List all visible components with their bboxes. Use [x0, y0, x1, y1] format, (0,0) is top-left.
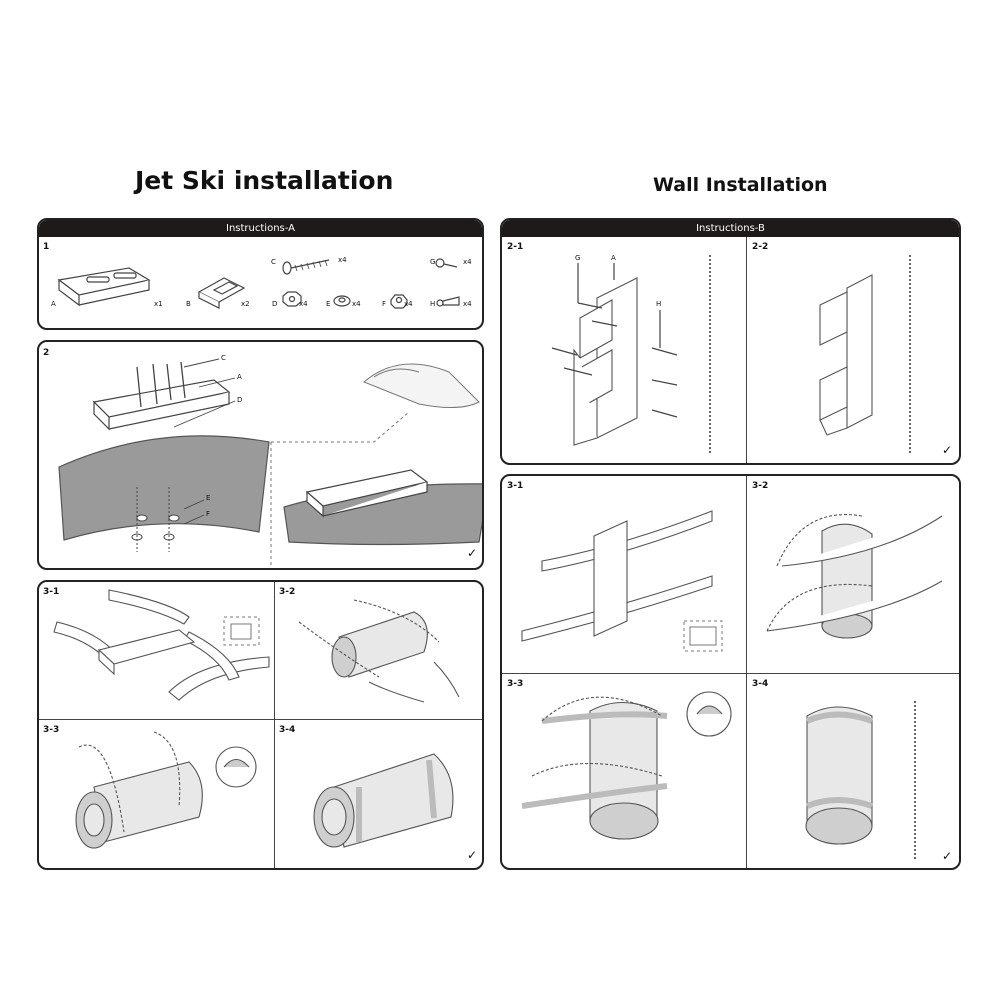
hardware-below-icon: [131, 487, 180, 552]
part-e-qty: x4: [352, 300, 361, 308]
wall-step-3-panel: 3-1 3-2 3-3 3-4: [500, 474, 961, 870]
speaker-tightening-icon: [75, 731, 257, 849]
step-2-illustration: [58, 358, 482, 567]
wall-step-3-2-number: 3-2: [752, 481, 769, 491]
wall-straps-threaded-icon: [521, 510, 713, 642]
wall-screws-icon: [551, 263, 678, 418]
strap-b-icon: [197, 277, 246, 309]
wall-callout-a: A: [611, 254, 616, 262]
zoom-dashed-frame: [270, 411, 410, 567]
strap-detail-inset: [223, 616, 260, 646]
part-c-qty: x4: [338, 256, 347, 264]
part-a-qty: x1: [154, 300, 163, 308]
step-3a-panel: 3-1 3-2 3-3 3-4: [37, 580, 484, 870]
instructions-a-header: Instructions-A: [39, 220, 482, 237]
callout-leaders: [173, 358, 236, 525]
step-3-3-number: 3-3: [43, 725, 60, 735]
wall-step-3-4-number: 3-4: [752, 679, 769, 689]
wall-step-3-illustration: [521, 510, 943, 861]
wall-step-3-done-checkmark: ✓: [942, 849, 953, 863]
wall-step-2-2-number: 2-2: [752, 242, 769, 252]
anchor-h-icon: [436, 296, 460, 307]
wall-surface: [709, 255, 911, 455]
callout-e: E: [206, 494, 211, 502]
callout-a: A: [237, 373, 242, 381]
wall-speaker-installed-icon: [805, 706, 874, 845]
speaker-strapped-icon: [298, 599, 460, 703]
jet-ski-installation-title: Jet Ski installation: [135, 166, 394, 195]
bracket-on-deck-icon: [92, 379, 231, 431]
wall-speaker-strapped-icon: [766, 514, 943, 639]
washer-e-icon: [333, 295, 351, 307]
wall-callout-h: H: [656, 300, 662, 308]
wall-speaker-tightening-icon: [521, 691, 732, 840]
step-3-4-number: 3-4: [279, 725, 296, 735]
callout-c: C: [221, 354, 226, 362]
callout-f: F: [206, 510, 211, 518]
jet-ski-deck-shape: [58, 435, 270, 541]
wall-step-3-1-number: 3-1: [507, 481, 524, 491]
bracket-a-icon: [57, 267, 151, 307]
locknut-f-icon: [390, 294, 408, 309]
bolts-icon: [136, 361, 186, 408]
straps-threaded-icon: [53, 589, 270, 701]
instructions-b-header: Instructions-B: [502, 220, 959, 237]
wall-installation-title: Wall Installation: [653, 174, 828, 196]
step-1-number: 1: [43, 242, 50, 252]
wall-step-2-panel: Instructions-B 2-1 2-2: [500, 218, 961, 465]
screw-c-icon: [282, 259, 330, 275]
screw-g-icon: [435, 258, 458, 268]
step-2-number: 2: [43, 348, 50, 358]
wall-bracket-mounted-icon: [819, 274, 873, 436]
parts-panel: Instructions-A 1: [37, 218, 484, 330]
speaker-installed-icon: [313, 753, 454, 848]
part-g-letter: G: [430, 258, 436, 266]
wall-step-2-illustration: [551, 255, 911, 455]
part-d-qty: x4: [299, 300, 308, 308]
step-3a-done-checkmark: ✓: [467, 848, 478, 862]
step-3-1-number: 3-1: [43, 587, 60, 597]
part-d-letter: D: [272, 300, 278, 308]
wall-step-2-done-checkmark: ✓: [942, 443, 953, 457]
wall-callout-g: G: [575, 254, 581, 262]
step-3-2-number: 3-2: [279, 587, 296, 597]
jet-ski-icon: [363, 363, 480, 408]
part-c-letter: C: [271, 258, 276, 266]
nut-d-icon: [282, 291, 302, 307]
wall-bracket-exploded-icon: [573, 277, 638, 446]
step-2-done-checkmark: ✓: [467, 546, 478, 560]
part-a-letter: A: [51, 300, 56, 308]
step-2-panel: 2: [37, 340, 484, 570]
parts-illustration: [57, 258, 460, 309]
inset-bracket-icon: [305, 469, 429, 518]
step-3a-illustration: [53, 589, 460, 849]
part-b-qty: x2: [241, 300, 250, 308]
part-b-letter: B: [186, 300, 191, 308]
part-h-letter: H: [430, 300, 436, 308]
wall-step-2-1-number: 2-1: [507, 242, 524, 252]
wall-strap-detail-inset: [683, 620, 723, 652]
part-f-qty: x4: [404, 300, 413, 308]
part-e-letter: E: [326, 300, 331, 308]
part-g-qty: x4: [463, 258, 472, 266]
part-h-qty: x4: [463, 300, 472, 308]
wall-step-3-3-number: 3-3: [507, 679, 524, 689]
part-f-letter: F: [382, 300, 387, 308]
callout-d: D: [237, 396, 243, 404]
